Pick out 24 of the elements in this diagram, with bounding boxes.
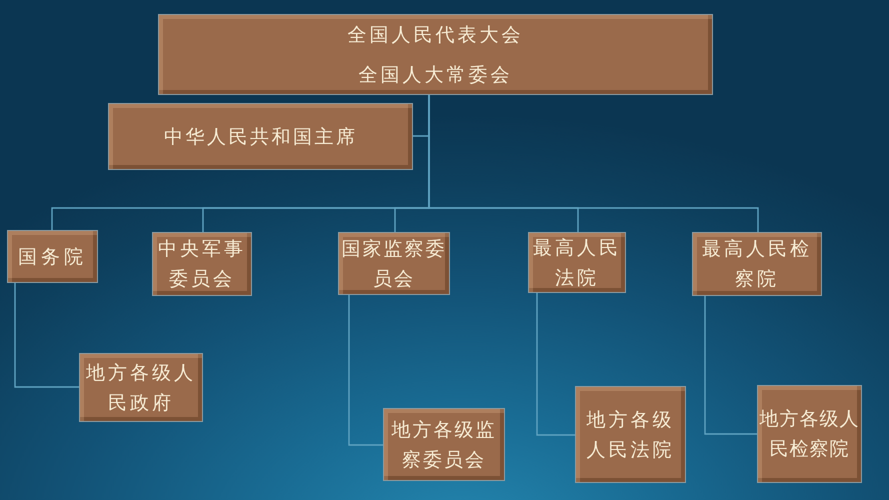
- org-box: [158, 14, 713, 95]
- org-name: 全国人大常委会: [358, 62, 512, 88]
- org-box: [108, 103, 413, 170]
- connector-line: [14, 283, 79, 388]
- org-name: 国务院: [18, 244, 87, 270]
- connector-line: [536, 293, 575, 436]
- org-box: [7, 230, 98, 283]
- org-box: [79, 353, 203, 422]
- org-name: 最高人民法院: [532, 236, 622, 290]
- org-name: 中华人民共和国主席: [164, 124, 358, 150]
- org-name: 全国人民代表大会: [348, 22, 524, 48]
- org-box: [383, 408, 505, 481]
- org-box: [692, 232, 822, 296]
- org-name: 最高人民检察院: [701, 237, 813, 292]
- org-name: 国家监察委员会: [340, 236, 448, 292]
- org-box: [575, 386, 686, 483]
- org-name: 地方各级人民检察院: [758, 407, 860, 462]
- connector-line: [704, 296, 757, 435]
- connector-line: [348, 295, 383, 446]
- org-name: 中央军事委员会: [157, 237, 247, 292]
- org-box: [757, 385, 862, 483]
- org-name: 地方各级人民政府: [85, 360, 197, 416]
- org-name: 地方各级人民法院: [586, 408, 676, 462]
- org-name: 地方各级监察委员会: [390, 418, 498, 472]
